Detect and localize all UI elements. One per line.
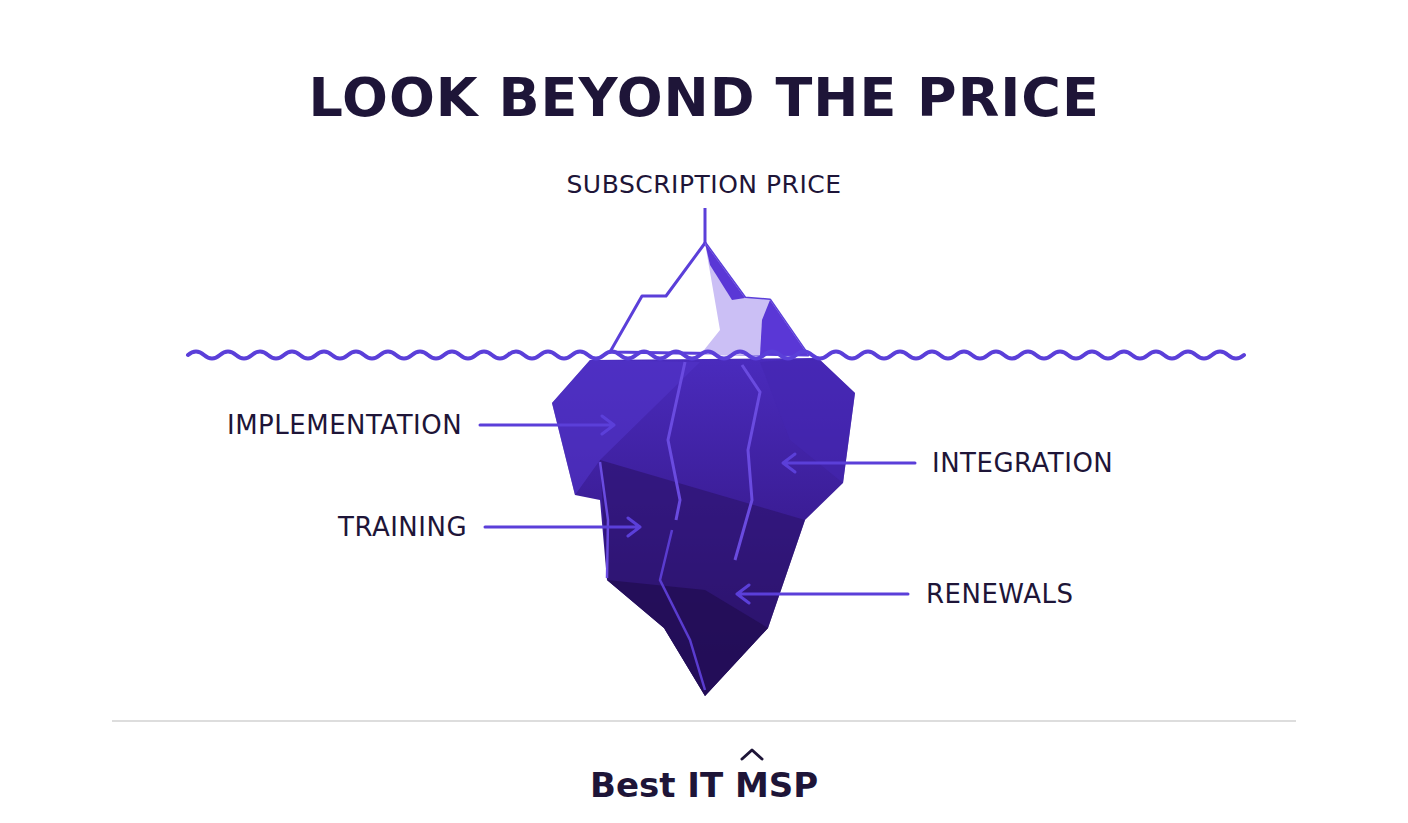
water-line: [188, 352, 1244, 359]
iceberg-tip-facet: [700, 243, 808, 355]
diagram-title: LOOK BEYOND THE PRICE: [309, 68, 1100, 127]
iceberg-facet: [552, 360, 700, 495]
logo-caret: [742, 750, 762, 759]
leader-arrow: [783, 454, 915, 472]
callout-label: SUBSCRIPTION PRICE: [567, 171, 842, 199]
iceberg-tip-facet: [705, 243, 745, 300]
leader-arrow: [737, 585, 908, 603]
iceberg-crack: [668, 362, 685, 520]
iceberg-crack: [600, 462, 608, 578]
callout-label: INTEGRATION: [932, 449, 1113, 478]
divider-line: [112, 720, 1296, 722]
brand-logo: Best IT MSP: [590, 767, 818, 804]
leader-arrow: [480, 416, 614, 434]
callout-label: RENEWALS: [926, 580, 1073, 609]
iceberg-crack: [735, 365, 760, 560]
leader-line: [704, 208, 707, 243]
iceberg-tip: [610, 243, 808, 355]
iceberg-facet: [600, 460, 805, 696]
callout-label: IMPLEMENTATION: [227, 411, 462, 440]
leader-arrows: [480, 416, 915, 603]
iceberg-tip-facet: [760, 300, 808, 355]
callout-label: TRAINING: [338, 513, 467, 542]
iceberg-crack: [660, 530, 705, 690]
leader-arrow: [485, 518, 640, 536]
